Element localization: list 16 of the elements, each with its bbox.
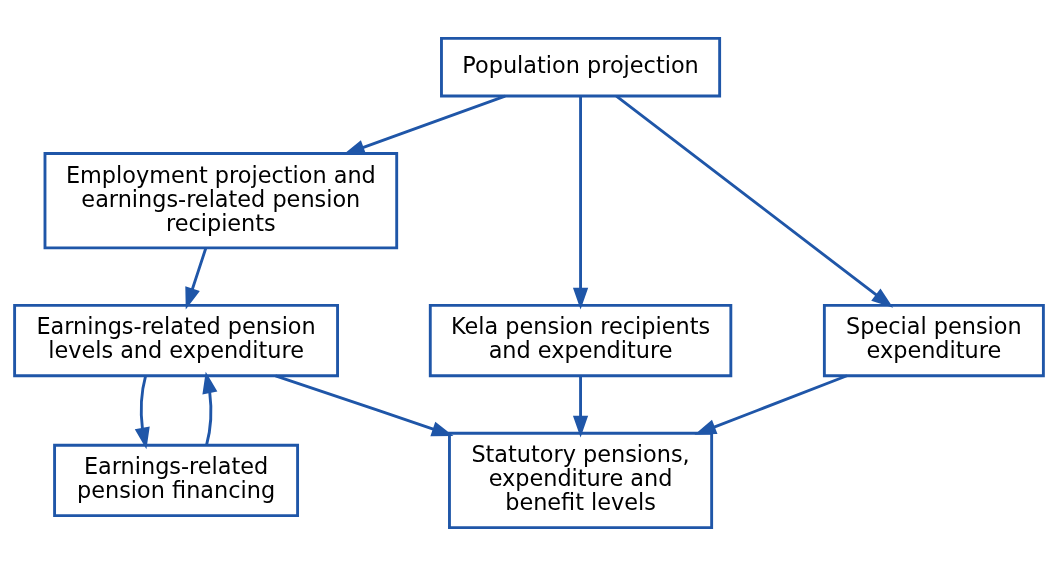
arrow <box>572 375 589 438</box>
arrow <box>202 371 218 446</box>
arrow <box>694 374 848 435</box>
node-box: Employment projection and earnings-related pension recipients <box>43 152 399 250</box>
node-box: Statutory pensions, expenditure and benefit levels <box>448 431 714 530</box>
node-box: Kela pension recipients and expenditure <box>428 303 733 378</box>
node-box: Earnings-related pension levels and expenditure <box>13 303 339 378</box>
arrow <box>185 248 208 310</box>
arrow <box>615 95 894 308</box>
arrow <box>343 94 506 155</box>
node-box: Earnings-related pension financing <box>53 443 299 518</box>
node-box: Special pension expenditure <box>822 303 1045 378</box>
arrow <box>275 374 454 437</box>
arrow <box>572 96 589 310</box>
node-box: Population projection <box>440 36 722 98</box>
arrow <box>134 375 150 450</box>
